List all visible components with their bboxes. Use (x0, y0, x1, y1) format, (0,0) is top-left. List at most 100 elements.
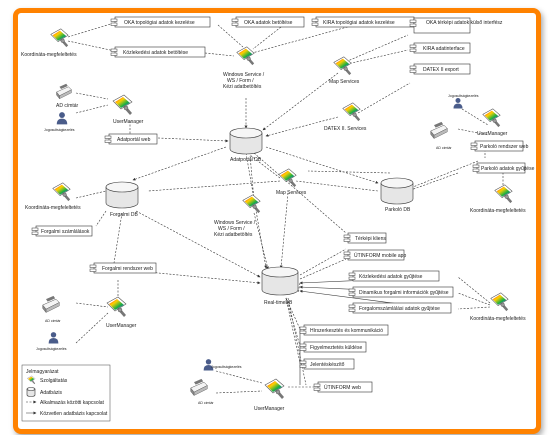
svg-text:KIRA adatinterface: KIRA adatinterface (423, 46, 465, 52)
component-datex-export[interactable]: DATEX II export (409, 63, 471, 75)
top-area: Koordináta-megfeleltetés OKA topológiai … (21, 16, 503, 132)
component-forgalmi-rendszer[interactable]: Forgalmi rendszer web (89, 262, 157, 274)
component-forgalomszamlalasi[interactable]: Forgalomszámlálási adatok gyűjtése (348, 302, 452, 314)
svg-text:Jogosultságkezelés: Jogosultságkezelés (44, 128, 75, 132)
svg-text:Kézi adatbetöltés: Kézi adatbetöltés (223, 84, 262, 90)
architecture-diagram: Koordináta-megfeleltetés OKA topológiai … (21, 16, 535, 422)
svg-text:UserManager: UserManager (113, 119, 144, 125)
svg-text:Jogosultságkezelés: Jogosultságkezelés (211, 365, 242, 369)
svg-text:Figyelmeztetés küldése: Figyelmeztetés küldése (310, 345, 362, 351)
svg-text:Koordináta-megfeleltetés: Koordináta-megfeleltetés (25, 205, 81, 211)
svg-text:UserManager: UserManager (254, 406, 285, 412)
svg-text:Parkoló DB: Parkoló DB (385, 207, 411, 213)
component-utinform-web[interactable]: ÚTINFORM web (313, 381, 373, 393)
connections (67, 22, 504, 394)
svg-text:Map Services: Map Services (276, 190, 307, 196)
svg-text:OKA térképi adatok külső inter: OKA térképi adatok külső interfész (426, 20, 503, 26)
svg-text:Forgalomszámlálási adatok gyűj: Forgalomszámlálási adatok gyűjtése (359, 306, 440, 312)
svg-text:AD címtár: AD címtár (436, 146, 452, 150)
svg-text:Hírszerkesztés és kommunikáció: Hírszerkesztés és kommunikáció (310, 328, 383, 334)
db-parkolo: Parkoló DB (380, 177, 414, 213)
svg-text:Koordináta-megfeleltetés: Koordináta-megfeleltetés (470, 208, 526, 214)
svg-text:Jogosultságkezelés: Jogosultságkezelés (36, 347, 67, 351)
svg-text:Koordináta-megfeleltetés: Koordináta-megfeleltetés (21, 52, 77, 58)
svg-text:OKA topológiai adatok kezelése: OKA topológiai adatok kezelése (124, 20, 195, 26)
svg-text:Map Services: Map Services (329, 79, 360, 85)
datex-services: DATEX II. Services (324, 102, 367, 132)
svg-text:ÚTINFORM mobile app: ÚTINFORM mobile app (354, 252, 406, 259)
svg-text:Parkoló rendszer web: Parkoló rendszer web (480, 144, 529, 150)
db-realtime: Real-timeDB (261, 266, 299, 306)
svg-text:Közlekedési adatok betöltése: Közlekedési adatok betöltése (123, 50, 188, 56)
svg-text:Real-timeDB: Real-timeDB (264, 300, 293, 306)
component-parkolo-gyujtese[interactable]: Parkoló adatok gyűjtése (472, 162, 535, 174)
component-adatportal-web[interactable]: Adatportál web (104, 133, 158, 145)
svg-text:Jelentéskészítő: Jelentéskészítő (310, 362, 345, 368)
svg-text:Adatportál web: Adatportál web (117, 137, 151, 143)
svg-text:Adatbázis: Adatbázis (40, 390, 62, 396)
db-adatportal: Adatportál DB (229, 127, 263, 163)
user-block-top-right: Jogosultságkezelés AD címtár UserManager… (430, 94, 535, 214)
svg-text:UserManager: UserManager (106, 323, 137, 329)
windows-service-top: Windows Service / WS / Form / Kézi adatb… (223, 46, 265, 90)
svg-text:Közlekedési adatok gyűjtése: Közlekedési adatok gyűjtése (359, 274, 423, 280)
component-figyelmeztetes[interactable]: Figyelmeztetés küldése (299, 341, 367, 353)
component-parkolo-rendszer[interactable]: Parkoló rendszer web (470, 140, 529, 152)
component-dinamikus[interactable]: Dinamikus forgalmi információk gyűjtése (348, 286, 454, 298)
component-oka-topologiai[interactable]: OKA topológiai adatok kezelése (110, 16, 211, 28)
component-hirszerkesztes[interactable]: Hírszerkesztés és kommunikáció (299, 324, 389, 336)
component-terkepi-kliens[interactable]: Térképi kliens (343, 232, 386, 244)
svg-text:Alkalmazás közötti kapcsolat: Alkalmazás közötti kapcsolat (40, 400, 105, 406)
user-block-bottom-left: AD címtár Jogosultságkezelés UserManager (36, 295, 137, 351)
svg-text:ÚTINFORM web: ÚTINFORM web (324, 384, 361, 391)
component-kira-topologiai[interactable]: KIRA topológiai adatok kezelése (311, 16, 415, 28)
windows-service-mid: Windows Service / WS / Form / Kézi adatb… (214, 194, 261, 238)
legend-title: Jelmagyarázat (26, 369, 59, 375)
svg-text:Forgalmi DB: Forgalmi DB (110, 212, 138, 218)
component-forgalmi-szamlalasok[interactable]: Forgalmi számlálások (31, 225, 93, 237)
svg-text:OKA adatok betöltése: OKA adatok betöltése (244, 20, 293, 26)
koordinata-service-bottom-right: Koordináta-megfeleltetés (470, 292, 526, 322)
svg-text:Kézi adatbetöltés: Kézi adatbetöltés (214, 232, 253, 238)
svg-text:AD címtár: AD címtár (45, 319, 61, 323)
svg-text:Koordináta-megfeleltetés: Koordináta-megfeleltetés (470, 316, 526, 322)
svg-text:KIRA topológiai adatok kezelés: KIRA topológiai adatok kezelése (323, 20, 395, 26)
svg-text:AD címtár: AD címtár (56, 103, 79, 109)
svg-text:WS / Form /: WS / Form / (218, 226, 245, 232)
svg-text:Jogosultságkezelés: Jogosultságkezelés (448, 94, 479, 98)
svg-text:Szolgáltatás: Szolgáltatás (40, 378, 68, 384)
svg-text:Forgalmi számlálások: Forgalmi számlálások (41, 229, 90, 235)
ad-cimtar-icon (56, 83, 72, 100)
svg-text:Windows Service /: Windows Service / (223, 72, 265, 78)
component-oka-terkepi[interactable]: OKA térképi adatok külső interfész (409, 17, 503, 34)
svg-text:UserManager: UserManager (477, 131, 508, 137)
svg-text:DATEX II export: DATEX II export (423, 67, 459, 73)
component-kozlekedesi-betoltese[interactable]: Közlekedési adatok betöltése (110, 46, 206, 58)
svg-text:Forgalmi rendszer web: Forgalmi rendszer web (102, 266, 153, 272)
component-kozlekedesi-gyujtese[interactable]: Közlekedési adatok gyűjtése (348, 270, 440, 282)
svg-text:DATEX II. Services: DATEX II. Services (324, 126, 367, 132)
svg-text:AD címtár: AD címtár (198, 401, 214, 405)
svg-text:Parkoló adatok gyűjtése: Parkoló adatok gyűjtése (481, 166, 535, 172)
component-kira-adatinterface[interactable]: KIRA adatinterface (409, 42, 471, 54)
map-services-mid: Map Services (276, 168, 307, 196)
svg-text:Dinamikus forgalmi információk: Dinamikus forgalmi információk gyűjtése (359, 290, 449, 296)
component-utinform-mobile[interactable]: ÚTINFORM mobile app (343, 249, 406, 261)
diagram-frame: Koordináta-megfeleltetés OKA topológiai … (13, 8, 541, 434)
svg-text:Térképi kliens: Térképi kliens (355, 236, 386, 242)
user-block-top-left: AD címtár Jogosultságkezelés UserManager… (44, 83, 158, 145)
svg-text:WS / Form /: WS / Form / (227, 78, 254, 84)
legend-db-icon (26, 387, 36, 397)
component-oka-betoltese[interactable]: OKA adatok betöltése (231, 16, 305, 28)
jogosultsag-person-icon (56, 112, 68, 125)
legend: Jelmagyarázat Szolgáltatás Adatbázis Alk… (21, 364, 111, 422)
component-jelentes[interactable]: Jelentéskészítő (299, 358, 355, 370)
forgalmi-block: Koordináta-megfeleltetés Forgalmi DB For… (25, 181, 157, 274)
svg-text:Adatportál DB: Adatportál DB (230, 157, 262, 163)
koordinata-service-top-left: Koordináta-megfeleltetés (21, 28, 77, 58)
db-forgalmi: Forgalmi DB (105, 181, 138, 218)
map-services-top: Map Services (329, 56, 360, 85)
svg-text:Közvetlen adatbázis kapcsolat: Közvetlen adatbázis kapcsolat (40, 411, 108, 417)
user-block-bottom: Jogosultságkezelés AD címtár UserManager (190, 359, 285, 412)
svg-text:Windows Service /: Windows Service / (214, 220, 256, 226)
